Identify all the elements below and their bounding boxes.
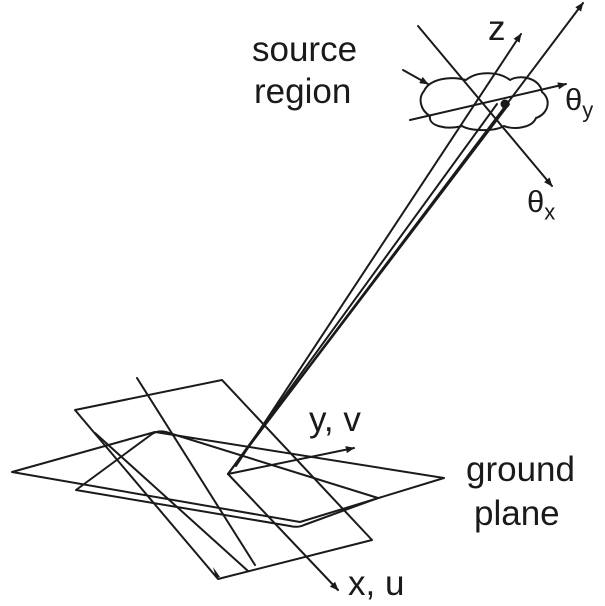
ground-plane-label-line2: plane: [474, 494, 560, 533]
y-v-axis: [227, 446, 355, 475]
theta-y-symbol: θ: [565, 82, 583, 117]
aperture-line-b: [136, 377, 256, 566]
line-of-sight-3: [239, 2, 584, 459]
y-v-axis-label: y, v: [309, 400, 361, 439]
ground-plane-label-line1: ground: [466, 450, 575, 489]
source-region-label-line2: region: [254, 72, 352, 111]
theta-x-subscript: x: [544, 199, 556, 225]
ground-plane-outline: [11, 431, 445, 523]
theta-y-label: θy: [565, 84, 593, 122]
theta-y-subscript: y: [582, 97, 594, 123]
aperture-tick: [213, 567, 220, 578]
theta-x-label: θx: [527, 186, 555, 224]
theta-x-symbol: θ: [527, 184, 545, 219]
source-pointer: [402, 69, 429, 85]
source-region-label-line1: source: [252, 30, 358, 69]
z-axis-label: z: [488, 9, 506, 48]
source-diagonal: [417, 25, 553, 187]
source-region-blob: [419, 72, 549, 132]
aperture-plane: [74, 379, 373, 580]
theta-y-axis: [409, 82, 567, 121]
aperture-line-a: [94, 432, 249, 572]
x-u-axis: [227, 473, 339, 591]
line-of-sight-2: [227, 103, 498, 475]
ground-plane-inner: [75, 430, 379, 528]
x-u-axis-label: x, u: [348, 564, 405, 603]
source-dot: [500, 99, 510, 109]
